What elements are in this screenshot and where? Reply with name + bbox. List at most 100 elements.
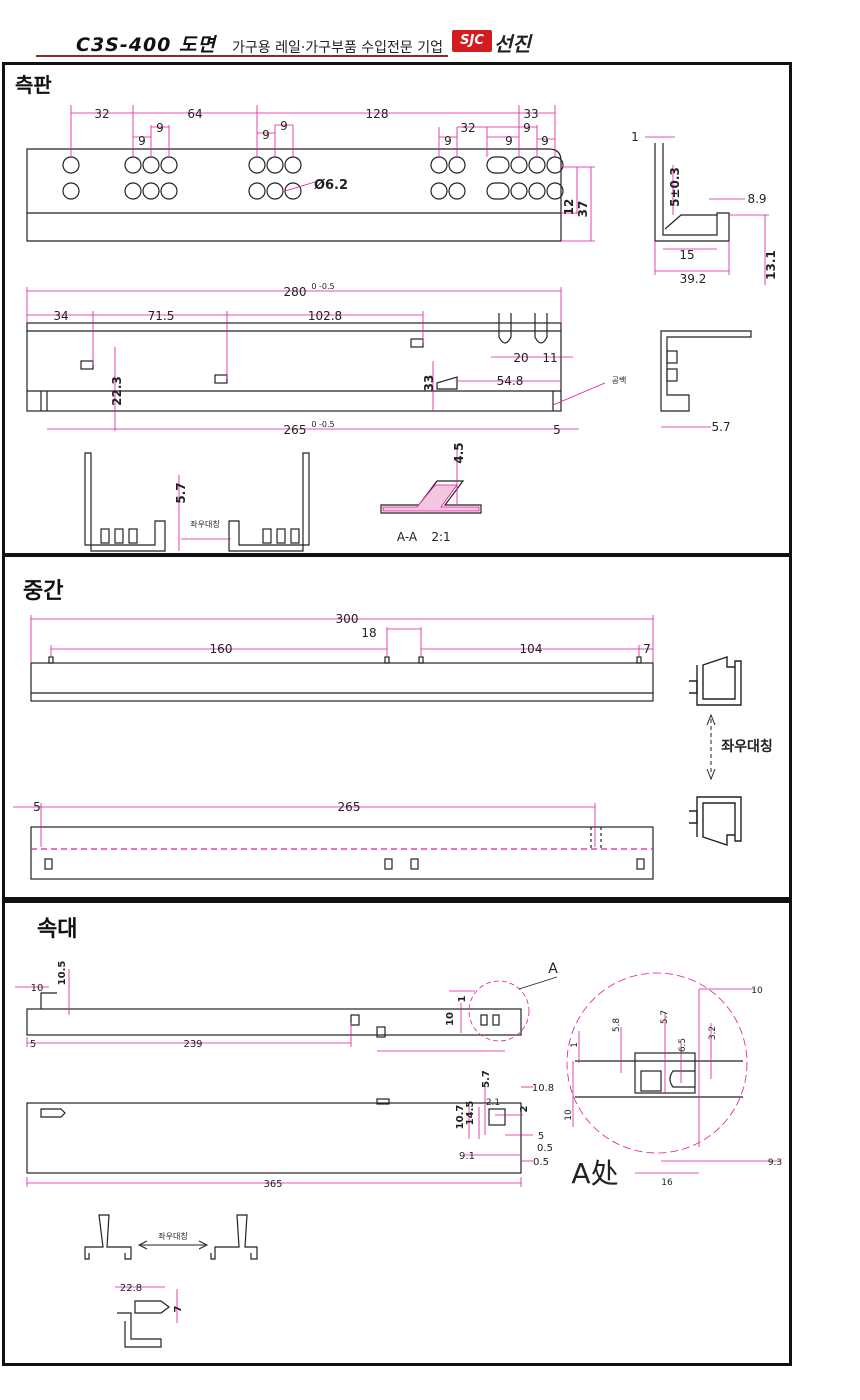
panel-middle: 중간 300 160 18 104 7 5: [2, 554, 792, 900]
company-tagline: 가구용 레일·가구부품 수입전문 기업: [232, 40, 443, 56]
symmetry-label: 좌우대칭: [190, 520, 219, 529]
middle-profiles: [689, 656, 742, 846]
dim-label: 13.1: [764, 250, 778, 280]
detail-a-drawing: [575, 1052, 743, 1098]
dim-label: 18: [361, 626, 376, 640]
dim-label: 5±0.3: [668, 167, 682, 207]
detail-leader: [518, 976, 558, 990]
dim-label: 5.7: [481, 1070, 492, 1088]
dim-label: 11: [542, 351, 557, 365]
dim-label: 1: [570, 1042, 580, 1048]
dim-label: 5: [30, 1039, 36, 1050]
dim-label: 5: [538, 1131, 544, 1142]
middle-side-view: [30, 826, 654, 880]
symmetry-label: 좌우대칭: [721, 739, 773, 755]
detail-a-dim-lines: [572, 988, 781, 1174]
detail-a-dim-labels: 10 5.7 1 6.5 3.2 10 16 9.3 5.8: [564, 986, 782, 1188]
middle-side-dim-lines: [13, 803, 596, 847]
dim-label: 22.8: [120, 1283, 142, 1294]
dim-label: 14.5: [465, 1101, 476, 1126]
detail-a-title: A处: [571, 1157, 618, 1190]
dim-label: 10.7: [455, 1105, 466, 1130]
dim-label: 104: [520, 642, 543, 656]
dim-tolerance: 0 -0.5: [311, 282, 334, 291]
dim-label: 5.8: [612, 1018, 622, 1033]
middle-top-view: [30, 656, 654, 702]
dim-label: 33: [523, 107, 538, 121]
inner-member-drawing: 10.5 10 1 10 5 239 A 5.7 10.8 10.7 14.: [15, 961, 782, 1348]
panel-label-inner-member: 속대: [37, 917, 78, 942]
inner-top-view: [26, 992, 522, 1038]
dim-label: 300: [336, 612, 359, 626]
section-scale: 2:1: [431, 530, 450, 544]
dim-label: 15: [679, 248, 694, 262]
symmetry-label: 좌우대칭: [158, 1232, 187, 1241]
dim-label: 6.5: [678, 1038, 688, 1052]
side-plate-top-view: [26, 148, 564, 242]
inner-side-view: [26, 1098, 522, 1174]
dim-label: 22.3: [110, 376, 124, 406]
dim-label: 32: [460, 121, 475, 135]
dim-label: 8.9: [747, 192, 766, 206]
middle-top-dim-labels: 300 160 18 104 7: [210, 612, 651, 656]
inner-symmetry-arrow: [137, 1240, 209, 1250]
dim-label: 16: [661, 1178, 673, 1188]
dim-label: 1: [457, 995, 468, 1002]
inner-bottom-dim-lines: [115, 1286, 178, 1323]
dim-label: 5.7: [711, 420, 730, 434]
dim-label: 280: [284, 285, 307, 299]
dim-label: 54.8: [497, 374, 524, 388]
dim-label: 3.2: [708, 1026, 718, 1040]
dim-label: 12: [562, 199, 576, 216]
side-plate-bottom-dim-labels: 5.7 좌우대칭 4.5 A-A 2:1: [174, 442, 466, 544]
side-plate-side-dim-labels: 280 0 -0.5 34 71.5 102.8 20 11 22.3 33 5…: [53, 282, 626, 437]
side-plate-top-dim-lines: [70, 105, 595, 242]
middle-top-dim-lines: [30, 615, 654, 663]
inner-side-dim-labels: 5.7 10.8 10.7 14.5 2.1 2 5 9.1 0.5 0.5 3…: [263, 1070, 554, 1190]
side-plate-top-dim-labels: 32 64 128 33 9 9 9 9 9 32 9 9 9 Ø6.2 12 …: [94, 107, 590, 217]
detail-callout-circle: [468, 980, 530, 1042]
side-plate-profile-dim-labels: 1 5±0.3 8.9 15 39.2 13.1 5.7: [631, 130, 778, 434]
dim-label: 9: [138, 134, 146, 148]
detail-a-circle: [566, 972, 748, 1154]
dim-label: 9: [156, 121, 164, 135]
dim-label: 39.2: [680, 272, 707, 286]
dim-label: 102.8: [308, 309, 342, 323]
dim-label: 1: [631, 130, 639, 144]
inner-bottom-dim-labels: 22.8 7: [120, 1283, 184, 1312]
dim-label: 2: [519, 1105, 530, 1112]
dim-label: 5.7: [660, 1010, 670, 1024]
panel-inner-member: 속대 10.5 10 1 10 5 239 A: [2, 900, 792, 1366]
side-plate-profile-dim-lines: [645, 136, 769, 428]
dim-label: 10.8: [532, 1083, 554, 1094]
logo-mark: SJC: [452, 30, 492, 52]
dim-label: 0.5: [533, 1157, 549, 1168]
dim-label: 37: [576, 201, 590, 218]
dim-label: 2.1: [486, 1098, 500, 1108]
dim-label: 9: [541, 134, 549, 148]
dim-label: 9: [280, 119, 288, 133]
dim-label: 5.7: [174, 482, 188, 503]
section-hatch: [382, 484, 480, 512]
dim-label: 9.1: [459, 1151, 475, 1162]
dim-label: 7: [173, 1305, 184, 1312]
header-underline: [36, 55, 448, 57]
dim-label: 10: [564, 1109, 574, 1121]
dim-label: 7: [643, 642, 651, 656]
dim-tolerance: 0 -0.5: [311, 420, 334, 429]
symmetry-arrow: [706, 713, 716, 781]
side-plate-side-dim-lines: [26, 287, 606, 431]
side-plate-profile: [654, 143, 752, 412]
dim-label: 10: [31, 983, 44, 994]
section-label: A-A: [397, 530, 418, 544]
dim-label: 64: [187, 107, 202, 121]
hole-diameter-label: Ø6.2: [314, 178, 348, 193]
middle-side-dim-labels: 5 265: [33, 800, 360, 814]
inner-bottom-profiles: [84, 1214, 258, 1348]
dim-label: 5: [553, 423, 561, 437]
inner-top-dim-labels: 10.5 10 1 10 5 239: [30, 961, 468, 1050]
dim-label: 9: [505, 134, 513, 148]
dim-label: 20: [513, 351, 528, 365]
dim-label: 71.5: [148, 309, 175, 323]
panel-side-plate: 측판: [2, 62, 792, 556]
